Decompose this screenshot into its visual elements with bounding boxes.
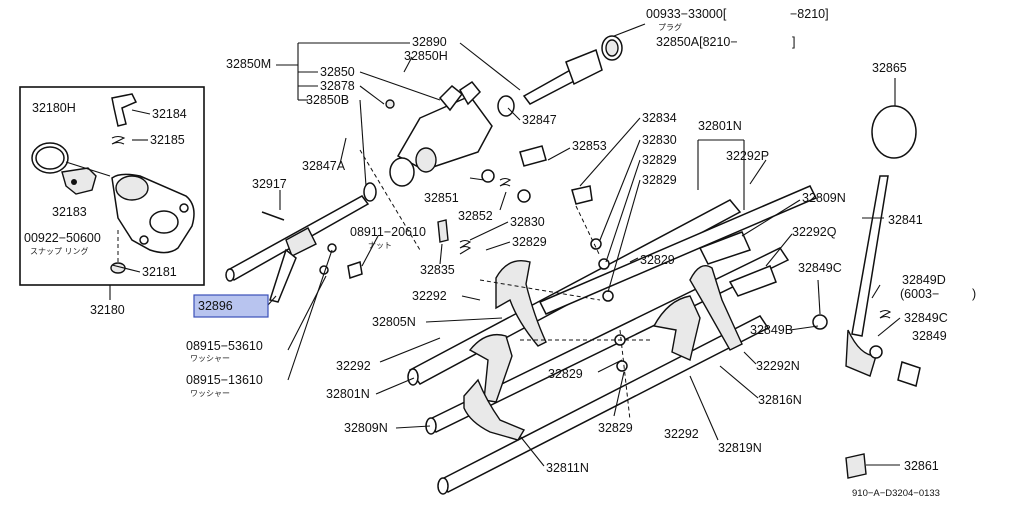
label-32180H[interactable]: 32180H <box>32 101 76 115</box>
label-08915-13610-sub: ワッシャー <box>190 389 230 398</box>
label-32829d[interactable]: 32829 <box>640 253 675 267</box>
label-32835[interactable]: 32835 <box>420 263 455 277</box>
shaft-assembly <box>225 35 921 495</box>
label-00922[interactable]: 00922−50600 <box>24 231 101 245</box>
label-32292-a[interactable]: 32292 <box>412 289 447 303</box>
part-labels: 00933−33000[ −8210] プラグ 32850A[8210− ] 3… <box>24 7 976 499</box>
label-32865[interactable]: 32865 <box>872 61 907 75</box>
label-32878[interactable]: 32878 <box>320 79 355 93</box>
label-32292Q[interactable]: 32292Q <box>792 225 837 239</box>
label-32847[interactable]: 32847 <box>522 113 557 127</box>
label-08915-53610-sub: ワッシャー <box>190 354 230 363</box>
label-32829e[interactable]: 32829 <box>548 367 583 381</box>
label-32801N-top[interactable]: 32801N <box>698 119 742 133</box>
label-32849D-close: ) <box>972 287 976 301</box>
label-32890[interactable]: 32890 <box>412 35 447 49</box>
label-32809N-right[interactable]: 32809N <box>802 191 846 205</box>
label-32849B[interactable]: 32849B <box>750 323 793 337</box>
label-32829b[interactable]: 32829 <box>642 173 677 187</box>
label-00933[interactable]: 00933−33000[ <box>646 7 727 21</box>
label-32185[interactable]: 32185 <box>150 133 185 147</box>
leader-lines <box>109 23 901 467</box>
label-32181[interactable]: 32181 <box>142 265 177 279</box>
label-32850[interactable]: 32850 <box>320 65 355 79</box>
label-32805N[interactable]: 32805N <box>372 315 416 329</box>
label-32811N[interactable]: 32811N <box>546 461 589 475</box>
label-08911-sub: ナット <box>368 241 392 250</box>
label-00933-range: −8210] <box>790 7 829 21</box>
label-32829f[interactable]: 32829 <box>598 421 633 435</box>
label-32849D-range: (6003− <box>900 287 939 301</box>
label-32292-b[interactable]: 32292 <box>336 359 371 373</box>
label-32847A[interactable]: 32847A <box>302 159 346 173</box>
label-32849D[interactable]: 32849D <box>902 273 946 287</box>
label-32809N-bottom[interactable]: 32809N <box>344 421 388 435</box>
label-32829a[interactable]: 32829 <box>642 153 677 167</box>
highlight-32896[interactable] <box>193 294 269 318</box>
label-32850B[interactable]: 32850B <box>306 93 349 107</box>
label-32849[interactable]: 32849 <box>912 329 947 343</box>
label-32850M[interactable]: 32850M <box>226 57 271 71</box>
label-32183[interactable]: 32183 <box>52 205 87 219</box>
label-32184[interactable]: 32184 <box>152 107 187 121</box>
label-32816N[interactable]: 32816N <box>758 393 802 407</box>
label-32180[interactable]: 32180 <box>90 303 125 317</box>
label-32896[interactable]: 32896 <box>198 299 233 313</box>
label-00922-sub: スナップ リング <box>30 246 89 256</box>
label-32849C-b[interactable]: 32849C <box>904 311 948 325</box>
label-32830a[interactable]: 32830 <box>642 133 677 147</box>
label-32850A-close: ] <box>792 35 795 49</box>
label-08915-13610[interactable]: 08915−13610 <box>186 373 263 387</box>
label-32829c[interactable]: 32829 <box>512 235 547 249</box>
label-32801N-bottom[interactable]: 32801N <box>326 387 370 401</box>
label-32830b[interactable]: 32830 <box>510 215 545 229</box>
label-32834[interactable]: 32834 <box>642 111 677 125</box>
label-32850H[interactable]: 32850H <box>404 49 448 63</box>
label-00933-sub: プラグ <box>658 22 682 32</box>
label-32851[interactable]: 32851 <box>424 191 459 205</box>
label-32849C-a[interactable]: 32849C <box>798 261 842 275</box>
label-32853[interactable]: 32853 <box>572 139 607 153</box>
label-32841[interactable]: 32841 <box>888 213 923 227</box>
label-32850A[interactable]: 32850A[8210− <box>656 35 738 49</box>
label-08911[interactable]: 08911−20610 <box>350 225 426 239</box>
inset-32180 <box>19 86 205 286</box>
label-32917[interactable]: 32917 <box>252 177 287 191</box>
label-32861[interactable]: 32861 <box>904 459 939 473</box>
label-32819N[interactable]: 32819N <box>718 441 762 455</box>
label-32292N[interactable]: 32292N <box>756 359 800 373</box>
label-32292-c[interactable]: 32292 <box>664 427 699 441</box>
label-32852[interactable]: 32852 <box>458 209 493 223</box>
diagram-code: 910−A−D3204−0133 <box>852 488 940 499</box>
label-08915-53610[interactable]: 08915−53610 <box>186 339 263 353</box>
label-32292P[interactable]: 32292P <box>726 149 769 163</box>
